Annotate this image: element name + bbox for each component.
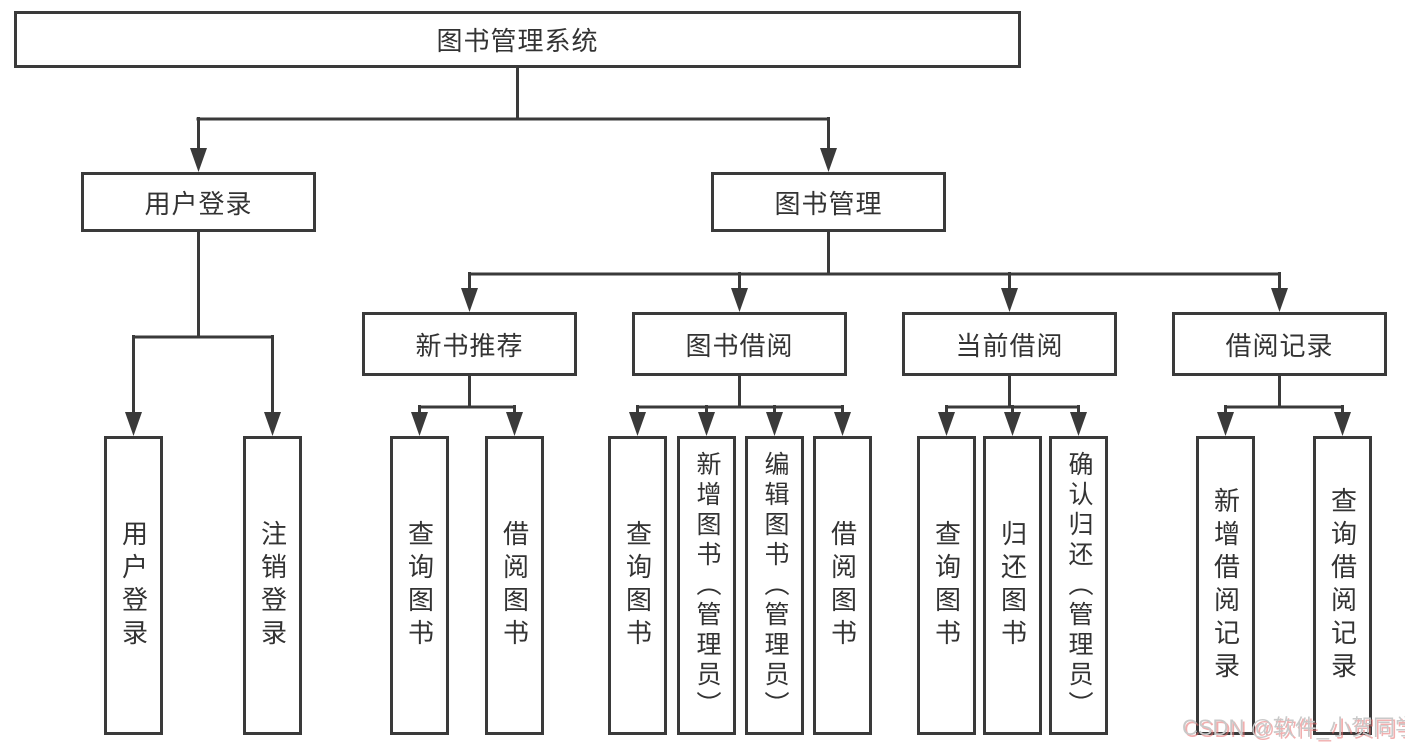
leaf-label: 编辑图书（管理员）: [761, 450, 789, 721]
leaf-label: 查询借阅记录: [1327, 486, 1358, 685]
node-library-management-system: 图书管理系统: [14, 11, 1021, 68]
leaf-label: 查询图书: [404, 519, 435, 652]
node-label: 当前借阅: [955, 330, 1064, 361]
leaf-label: 借阅图书: [499, 519, 530, 652]
node-book-borrowing: 图书借阅: [632, 312, 847, 376]
leaf-add-book-admin: 新增图书（管理员）: [677, 436, 736, 735]
leaf-query-books-borrowing: 查询图书: [608, 436, 667, 735]
leaf-user-login: 用户登录: [104, 436, 163, 735]
node-label: 图书管理: [774, 188, 883, 219]
node-current-borrowing: 当前借阅: [902, 312, 1117, 376]
leaf-return-book: 归还图书: [983, 436, 1042, 735]
node-book-management: 图书管理: [711, 172, 946, 232]
leaf-label: 用户登录: [118, 519, 149, 652]
node-label: 新书推荐: [415, 330, 524, 361]
leaf-add-borrow-record: 新增借阅记录: [1196, 436, 1255, 735]
leaf-query-books-recommend: 查询图书: [390, 436, 449, 735]
leaf-label: 新增图书（管理员）: [693, 450, 721, 721]
leaf-query-books-current: 查询图书: [917, 436, 976, 735]
csdn-watermark: CSDN @软件_小贺同学: [1182, 715, 1405, 740]
node-label: 图书借阅: [685, 330, 794, 361]
node-label: 用户登录: [144, 188, 253, 219]
leaf-borrow-books-borrowing: 借阅图书: [813, 436, 872, 735]
leaf-label: 新增借阅记录: [1210, 486, 1241, 685]
arrowheads: [125, 148, 1351, 436]
node-borrowing-records: 借阅记录: [1172, 312, 1387, 376]
leaf-label: 查询图书: [622, 519, 653, 652]
node-label: 借阅记录: [1225, 330, 1334, 361]
leaf-label: 查询图书: [931, 519, 962, 652]
leaf-logout: 注销登录: [243, 436, 302, 735]
node-new-book-recommendation: 新书推荐: [362, 312, 577, 376]
leaf-label: 确认归还（管理员）: [1065, 450, 1093, 721]
node-user-login: 用户登录: [81, 172, 316, 232]
node-label: 图书管理系统: [436, 26, 599, 56]
leaf-borrow-books-recommend: 借阅图书: [485, 436, 544, 735]
leaf-query-borrow-record: 查询借阅记录: [1313, 436, 1372, 735]
leaf-confirm-return-admin: 确认归还（管理员）: [1049, 436, 1108, 735]
leaf-label: 注销登录: [257, 519, 288, 652]
leaf-label: 借阅图书: [827, 519, 858, 652]
leaf-edit-book-admin: 编辑图书（管理员）: [745, 436, 804, 735]
leaf-label: 归还图书: [997, 519, 1028, 652]
